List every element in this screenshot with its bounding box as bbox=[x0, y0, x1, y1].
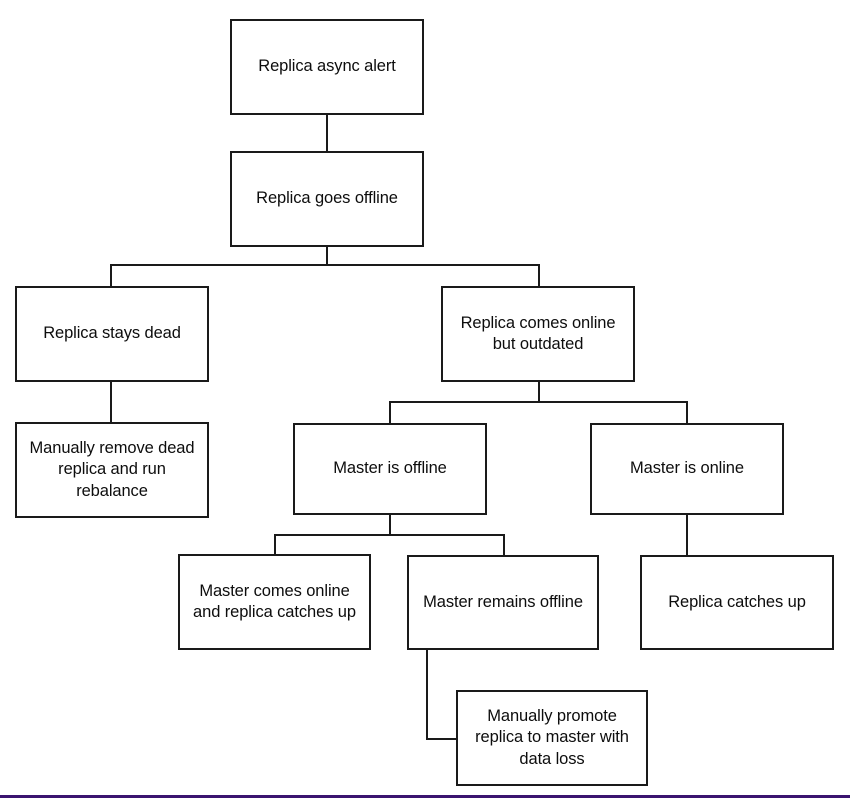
footer-rule bbox=[0, 795, 850, 798]
flow-edge bbox=[426, 650, 456, 740]
flow-edge bbox=[389, 382, 540, 423]
flow-edge bbox=[110, 247, 328, 286]
flow-node-manually-promote-replica-to-master-with-data-loss[interactable]: Manually promote replica to master with … bbox=[456, 690, 648, 786]
flow-node-label: Replica stays dead bbox=[43, 324, 181, 343]
flow-edge bbox=[389, 515, 505, 555]
flow-node-master-comes-online-and-replica-catches-up[interactable]: Master comes online and replica catches … bbox=[178, 554, 371, 650]
flow-node-label: Master is offline bbox=[333, 459, 447, 478]
flow-node-master-is-offline[interactable]: Master is offline bbox=[293, 423, 487, 515]
flow-node-label: Replica catches up bbox=[668, 592, 806, 611]
flow-edge bbox=[538, 382, 688, 423]
flow-node-replica-comes-online-but-outdated[interactable]: Replica comes online but outdated bbox=[441, 286, 635, 382]
flow-edge bbox=[274, 515, 391, 554]
flow-node-label: Manually promote replica to master with … bbox=[475, 707, 629, 768]
flow-node-manually-remove-dead-replica-and-run-rebalance[interactable]: Manually remove dead replica and run reb… bbox=[15, 422, 209, 518]
flow-node-replica-goes-offline[interactable]: Replica goes offline bbox=[230, 151, 424, 247]
flow-node-label: Replica comes online but outdated bbox=[460, 313, 616, 353]
flow-edge bbox=[326, 247, 540, 286]
flow-node-replica-async-alert[interactable]: Replica async alert bbox=[230, 19, 424, 115]
flow-node-label: Master is online bbox=[630, 459, 744, 478]
flow-node-replica-catches-up[interactable]: Replica catches up bbox=[640, 555, 834, 650]
flow-node-label: Replica goes offline bbox=[256, 189, 398, 208]
flow-node-label: Manually remove dead replica and run reb… bbox=[29, 439, 195, 500]
flow-node-label: Master comes online and replica catches … bbox=[193, 581, 356, 621]
flow-node-replica-stays-dead[interactable]: Replica stays dead bbox=[15, 286, 209, 382]
flow-node-label: Replica async alert bbox=[258, 57, 396, 76]
flow-node-master-remains-offline[interactable]: Master remains offline bbox=[407, 555, 599, 650]
flow-node-master-is-online[interactable]: Master is online bbox=[590, 423, 784, 515]
flow-node-label: Master remains offline bbox=[423, 592, 583, 611]
